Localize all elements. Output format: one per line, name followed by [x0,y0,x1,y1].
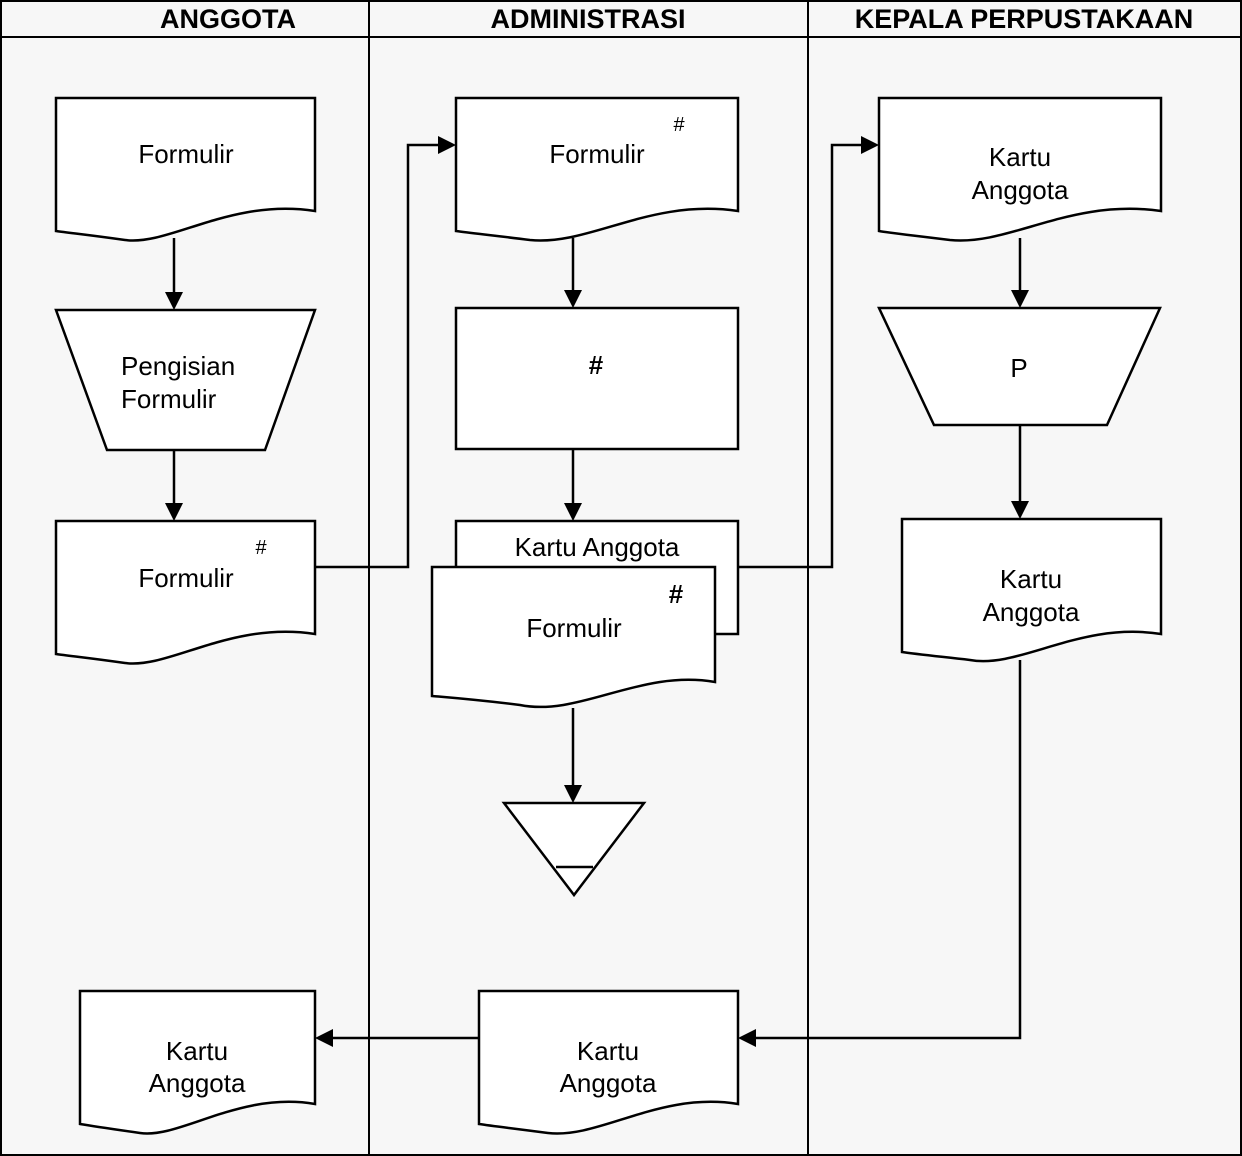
lane-header-kepala-perpustakaan: KEPALA PERPUSTAKAAN [855,4,1194,34]
admin-process-box: # [454,306,740,451]
admin-offline-storage [501,801,647,898]
kepala-kartu-signed-label-line-2: Anggota [983,597,1080,627]
admin-kartu-anggota-return-document: Kartu Anggota [477,989,740,1135]
anggota-formulir-filled-document: Formulir # [54,519,317,665]
admin-kartu-return-label-line-2: Anggota [560,1068,657,1098]
kepala-kartu-label-line-2: Anggota [972,175,1069,205]
anggota-formulir-filled-label: Formulir [138,563,234,593]
pengisian-label-line-1: Pengisian [121,351,235,381]
kepala-kartu-label-line-1: Kartu [989,142,1051,172]
admin-formulir-document: Formulir # [454,96,740,242]
flow-connectors [165,136,1029,1047]
admin-formulir-label: Formulir [549,139,645,169]
anggota-kartu-anggota-document: Kartu Anggota [78,989,317,1135]
admin-kartu-anggota-back-label: Kartu Anggota [515,532,680,562]
admin-formulir-front-document: Formulir # [430,565,717,709]
admin-formulir-front-mark: # [669,579,684,609]
lane-header-anggota: ANGGOTA [160,4,296,34]
admin-formulir-mark: # [673,114,685,136]
pengisian-label-line-2: Formulir [121,384,217,414]
kepala-p-label: P [1010,353,1027,383]
kepala-p-manual-operation: P [877,306,1162,427]
admin-process-label: # [589,350,604,380]
kepala-kartu-signed-label-line-1: Kartu [1000,564,1062,594]
anggota-formulir-document: Formulir [54,96,317,242]
anggota-formulir-mark: # [255,537,267,559]
lane-header-administrasi: ADMINISTRASI [491,4,686,34]
anggota-pengisian-formulir-manual-operation: Pengisian Formulir [54,308,317,452]
kepala-kartu-anggota-signed-document: Kartu Anggota [900,517,1163,663]
anggota-kartu-label-line-2: Anggota [149,1068,246,1098]
anggota-formulir-label: Formulir [138,139,234,169]
admin-formulir-front-label: Formulir [526,613,622,643]
anggota-kartu-label-line-1: Kartu [166,1036,228,1066]
kepala-kartu-anggota-document: Kartu Anggota [877,96,1163,242]
admin-kartu-return-label-line-1: Kartu [577,1036,639,1066]
